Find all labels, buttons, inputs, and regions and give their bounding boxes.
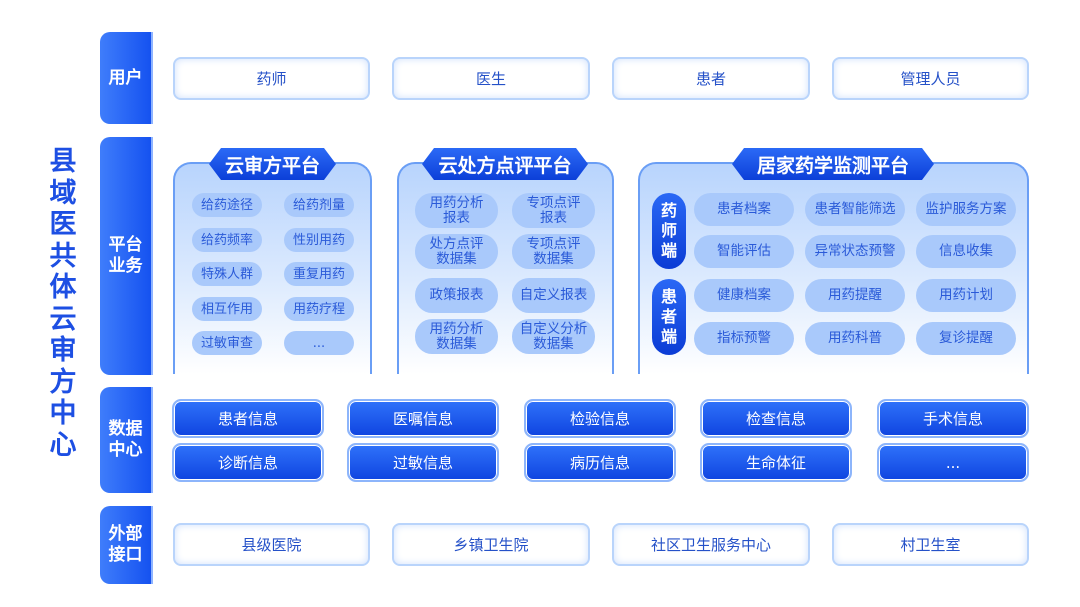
review-item: 专项点评 报表 [512, 193, 595, 228]
audit-item: 给药途径 [192, 193, 262, 217]
external-interface-box: 社区卫生服务中心 [612, 523, 810, 566]
review-item: 自定义报表 [512, 278, 595, 313]
pharmacist-item: 监护服务方案 [916, 193, 1016, 226]
patient-item: 指标预警 [694, 322, 794, 355]
patient-item: 健康档案 [694, 279, 794, 312]
review-item: 用药分析 数据集 [415, 319, 498, 354]
audit-item: ... [284, 331, 354, 355]
patient-item: 复诊提醒 [916, 322, 1016, 355]
external-interface-box: 乡镇卫生院 [392, 523, 590, 566]
external-interface-box: 县级医院 [173, 523, 370, 566]
pharmacist-item: 智能评估 [694, 235, 794, 268]
user-role-box: 药师 [173, 57, 370, 100]
data-center-box: 诊断信息 [172, 443, 324, 482]
data-center-box: 检查信息 [700, 399, 852, 438]
layer-label: 数据中心 [108, 419, 143, 460]
patient-side-label: 患者端 [652, 279, 686, 355]
data-center-box: 手术信息 [877, 399, 1029, 438]
review-item: 自定义分析 数据集 [512, 319, 595, 354]
layer-label: 用户 [108, 67, 143, 88]
review-platform-title: 云处方点评平台 [422, 148, 588, 180]
audit-item: 给药频率 [192, 228, 262, 252]
audit-platform-title: 云审方平台 [209, 148, 336, 180]
audit-item: 过敏审查 [192, 331, 262, 355]
data-center-box: 病历信息 [524, 443, 676, 482]
layer-data: 数据中心 [100, 387, 151, 493]
pharmacist-side-label: 药师端 [652, 193, 686, 269]
audit-item: 相互作用 [192, 297, 262, 321]
audit-item: 性别用药 [284, 228, 354, 252]
layer-label: 外部接口 [108, 524, 143, 565]
pharmacist-item: 异常状态预警 [805, 235, 905, 268]
review-item: 处方点评 数据集 [415, 234, 498, 269]
data-center-box: ... [877, 443, 1029, 482]
user-role-box: 管理人员 [832, 57, 1029, 100]
layer-label: 平台业务 [108, 235, 143, 276]
user-role-box: 患者 [612, 57, 810, 100]
patient-item: 用药计划 [916, 279, 1016, 312]
patient-item: 用药提醒 [805, 279, 905, 312]
layer-external: 外部接口 [100, 506, 151, 584]
audit-item: 用药疗程 [284, 297, 354, 321]
audit-item: 特殊人群 [192, 262, 262, 286]
pharmacist-item: 患者档案 [694, 193, 794, 226]
external-interface-box: 村卫生室 [832, 523, 1029, 566]
review-item: 政策报表 [415, 278, 498, 313]
user-role-box: 医生 [392, 57, 590, 100]
data-center-box: 生命体征 [700, 443, 852, 482]
audit-item: 给药剂量 [284, 193, 354, 217]
data-center-box: 医嘱信息 [347, 399, 499, 438]
patient-item: 用药科普 [805, 322, 905, 355]
data-center-box: 过敏信息 [347, 443, 499, 482]
pharmacist-item: 信息收集 [916, 235, 1016, 268]
review-item: 用药分析 报表 [415, 193, 498, 228]
layer-users: 用户 [100, 32, 151, 124]
audit-item: 重复用药 [284, 262, 354, 286]
review-item: 专项点评 数据集 [512, 234, 595, 269]
pharmacist-item: 患者智能筛选 [805, 193, 905, 226]
layer-platform: 平台业务 [100, 137, 151, 375]
diagram-title: 县域医共体云审方中心 [49, 146, 77, 461]
home-platform-title: 居家药学监测平台 [732, 148, 934, 180]
data-center-box: 患者信息 [172, 399, 324, 438]
data-center-box: 检验信息 [524, 399, 676, 438]
